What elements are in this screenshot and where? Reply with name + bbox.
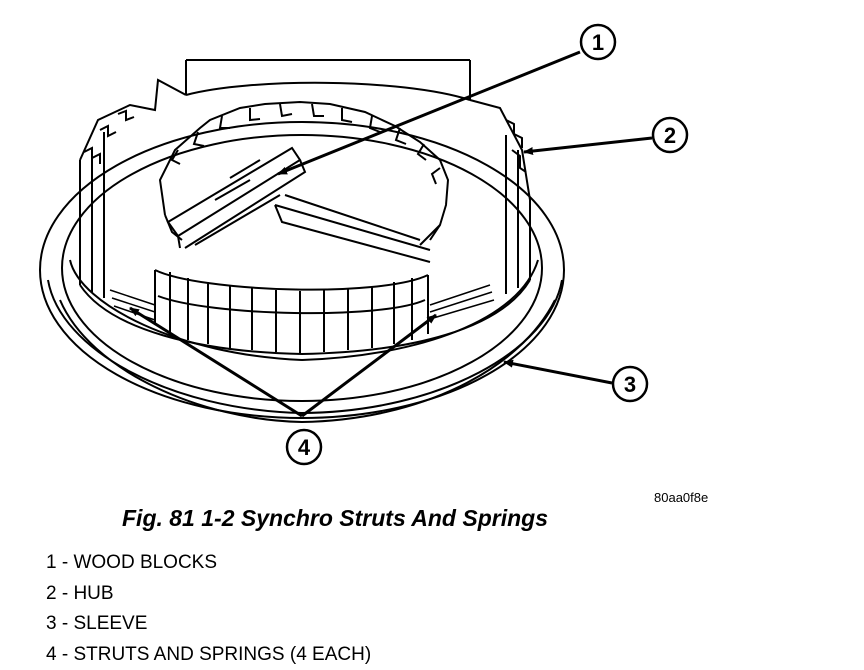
legend-item-struts-and-springs: 4 - STRUTS AND SPRINGS (4 EACH) (46, 640, 371, 670)
callout-4-number: 4 (298, 435, 311, 460)
leader-line-2 (524, 138, 652, 152)
callout-2: 2 (653, 118, 687, 152)
callout-3: 3 (613, 367, 647, 401)
callout-3-number: 3 (624, 372, 636, 397)
figure-caption: Fig. 81 1-2 Synchro Struts And Springs (122, 505, 548, 532)
callout-1: 1 (581, 25, 615, 59)
figure-id-code: 80aa0f8e (654, 490, 708, 505)
legend-list: 1 - WOOD BLOCKS 2 - HUB 3 - SLEEVE 4 - S… (46, 548, 371, 670)
callout-2-number: 2 (664, 123, 676, 148)
synchro-illustration: 1 2 3 4 (0, 0, 864, 490)
legend-item-sleeve: 3 - SLEEVE (46, 609, 371, 640)
callout-4: 4 (287, 430, 321, 464)
hub-front-teeth (155, 270, 428, 353)
legend-item-hub: 2 - HUB (46, 579, 371, 610)
leader-line-4b (302, 315, 436, 416)
legend-item-wood-blocks: 1 - WOOD BLOCKS (46, 548, 371, 579)
leader-line-3 (504, 362, 612, 383)
callout-1-number: 1 (592, 30, 604, 55)
